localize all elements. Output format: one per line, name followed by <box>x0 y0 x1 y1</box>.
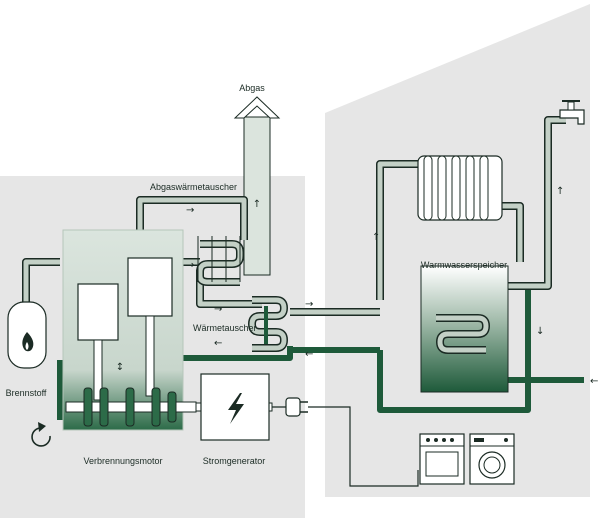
exhaust-heat-exchanger-coil <box>196 236 244 286</box>
hot-water-up-arrow: ↑ <box>556 186 564 197</box>
inflow-arrow: ← <box>590 376 598 387</box>
exhaust-heat-exchanger-label: Abgaswärmetauscher <box>150 182 237 192</box>
fuel-flame-icon <box>22 332 34 352</box>
washing-machine-icon <box>469 433 515 485</box>
heat-exchanger-label: Wärmetauscher <box>193 323 257 333</box>
radiator-return-arrow: ↓ <box>536 326 544 337</box>
rotation-arrowhead <box>38 422 46 432</box>
combustion-engine: ↕ <box>62 229 197 431</box>
exhaust-up-arrow: ↑ <box>253 199 261 210</box>
faucet-icon <box>559 100 585 125</box>
power-generator <box>200 373 270 441</box>
generator-label: Stromgenerator <box>203 456 266 466</box>
power-cable <box>272 406 419 487</box>
flow-arrow-top: → <box>186 205 194 216</box>
hot-water-tank <box>420 265 509 393</box>
radiator-pipes <box>376 116 566 300</box>
engine-label: Verbrennungsmotor <box>83 456 162 466</box>
stove-icon <box>419 433 465 485</box>
flow-arrow-mid: → <box>186 260 194 271</box>
hot-water-tank-label: Warmwasserspeicher <box>421 260 507 270</box>
return-arrow-left-2: ← <box>305 349 313 360</box>
dark-pipe-network <box>57 288 584 420</box>
radiator-icon <box>417 155 503 221</box>
return-arrow-left-1: ← <box>214 338 222 349</box>
exhaust-chimney <box>233 96 281 276</box>
flow-arrow-to-tank: → <box>305 299 313 310</box>
radiator-supply-arrow: ↑ <box>372 232 380 243</box>
fuel-tank <box>7 301 47 369</box>
fuel-label: Brennstoff <box>6 388 47 398</box>
rotation-arrow-icon <box>31 427 51 447</box>
right-background-panel <box>325 4 590 497</box>
heat-exchanger-coil <box>247 296 289 352</box>
lightning-icon <box>228 393 244 424</box>
flow-arrow-lower: → <box>214 304 222 315</box>
exhaust-label: Abgas <box>239 83 265 93</box>
piston-motion-icon: ↕ <box>116 362 124 373</box>
